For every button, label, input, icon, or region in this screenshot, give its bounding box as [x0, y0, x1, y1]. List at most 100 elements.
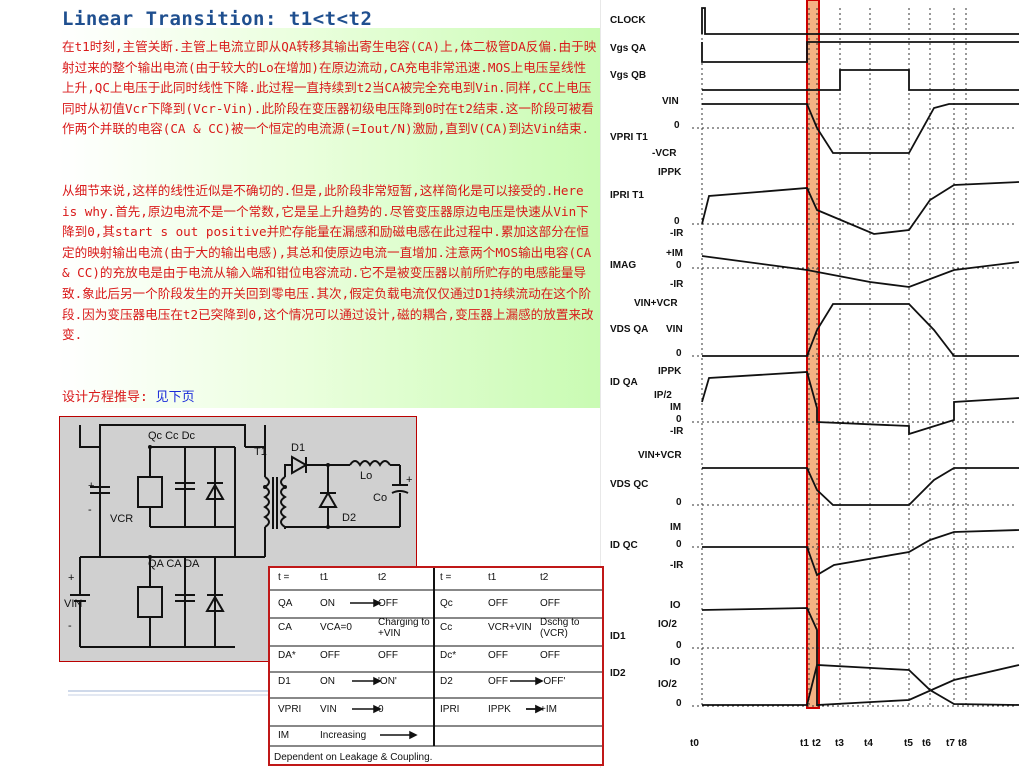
signal-label: ID QC	[610, 540, 638, 551]
table-header-cell: t =	[278, 572, 290, 583]
table-cell: +IM	[540, 704, 557, 715]
label-qc-cc-dc: Qc Cc Dc	[148, 430, 196, 442]
label-vin-minus: -	[68, 620, 72, 632]
waveform-trace	[702, 103, 1019, 154]
schematic-svg: Qc Cc Dc T1 D1 Lo Co D2 VCR QA CA DA VIN…	[64, 424, 412, 648]
label-co-plus: +	[406, 474, 412, 486]
table-header-cell: t2	[540, 572, 549, 583]
table-cell: ON	[320, 598, 335, 609]
signal-label: Vgs QA	[610, 43, 646, 54]
table-cell: D1	[278, 676, 291, 687]
signal-label: VDS QC	[610, 479, 648, 490]
signal-label: IMAG	[610, 260, 636, 271]
level-label: -IR	[670, 560, 684, 571]
level-label: 0	[676, 539, 682, 550]
signal-label: VDS QA	[610, 324, 648, 335]
table-cell: OFF	[488, 676, 508, 687]
label-co: Co	[373, 492, 387, 504]
level-label: VIN	[662, 96, 679, 107]
table-cell: -OFF'	[540, 676, 565, 687]
table-cell: CA	[278, 622, 292, 633]
table-cell: VIN	[320, 704, 337, 715]
table-cell: Dschg to	[540, 617, 580, 628]
page-title: Linear Transition: t1<t<t2	[62, 8, 373, 30]
table-arrow-head	[409, 730, 418, 740]
level-label: IO	[670, 600, 681, 611]
label-d1: D1	[291, 442, 305, 454]
level-label: IPPK	[658, 167, 682, 178]
time-label-t5: t5	[904, 738, 913, 749]
waveform-trace	[701, 255, 1020, 288]
table-cell: 0	[378, 704, 384, 715]
waveform-trace	[701, 371, 1020, 436]
time-label-t3: t3	[835, 738, 844, 749]
signal-label: ID2	[610, 668, 626, 679]
table-cell: VPRI	[278, 704, 301, 715]
waveform-trace	[702, 664, 1020, 706]
table-header-cell: t2	[378, 572, 387, 583]
level-label: IM	[670, 522, 681, 533]
table-footnote: Dependent on Leakage & Coupling.	[274, 752, 432, 763]
time-label-t7: t7	[946, 738, 955, 749]
table-cell: Charging to	[378, 617, 430, 628]
table-cell: DA*	[278, 650, 296, 661]
table-cell: OFF	[320, 650, 340, 661]
waveform-trace	[702, 303, 1019, 357]
table-cell: (VCR)	[540, 628, 568, 639]
signal-label: ID1	[610, 631, 626, 642]
level-label: +IM	[666, 248, 683, 259]
table-arrow-head	[535, 676, 544, 686]
table-arrow-head	[373, 598, 382, 608]
level-label: 0	[676, 348, 682, 359]
level-label: 0	[676, 414, 682, 425]
label-t1: T1	[254, 446, 267, 458]
table-arrow-head	[535, 704, 544, 714]
level-label: VIN+VCR	[634, 298, 678, 309]
signal-label: IPRI T1	[610, 190, 644, 201]
time-label-t4: t4	[864, 738, 873, 749]
table-cell: VCA=0	[320, 622, 352, 633]
time-label-t6: t6	[922, 738, 931, 749]
waveform-trace	[701, 607, 1020, 706]
level-label: 0	[676, 640, 682, 651]
signal-label: VPRI T1	[610, 132, 648, 143]
table-cell: OFF	[488, 650, 508, 661]
table-cell: QA	[278, 598, 293, 609]
explanation-paragraph-2: 从细节来说,这样的线性近似是不确切的.但是,此阶段非常短暂,这样简化是可以接受的…	[62, 183, 594, 343]
level-label: 0	[676, 497, 682, 508]
label-vcr-minus: -	[88, 504, 92, 516]
waveform-trace	[701, 41, 1019, 63]
table-cell: OFF	[378, 598, 398, 609]
slide-bottom-rule-2	[68, 694, 268, 696]
label-vcr: VCR	[110, 513, 133, 525]
table-cell: OFF	[378, 650, 398, 661]
slide-bottom-rule	[68, 690, 268, 692]
table-cell: IM	[278, 730, 289, 741]
design-label: 设计方程推导:	[62, 390, 148, 405]
level-label: IO	[670, 657, 681, 668]
time-label-t8: t8	[958, 738, 967, 749]
level-label: VIN	[666, 324, 683, 335]
table-cell: VCR+VIN	[488, 622, 532, 633]
level-label: IPPK	[658, 366, 682, 377]
next-page-link[interactable]: 见下页	[155, 390, 195, 405]
level-label: -IR	[670, 279, 684, 290]
signal-label: ID QA	[610, 377, 638, 388]
table-cell: OFF	[540, 650, 560, 661]
label-vcr-plus: +	[88, 480, 94, 492]
level-label: 0	[676, 260, 682, 271]
label-vin-plus: +	[68, 572, 74, 584]
table-cell: Cc	[440, 622, 452, 633]
explanation-paragraph-1: 在t1时刻,主管关断.主管上电流立即从QA转移其输出寄生电容(CA)上,体二极管…	[62, 39, 597, 137]
signal-label: CLOCK	[610, 15, 646, 26]
table-cell: +VIN	[378, 628, 401, 639]
label-vin: VIN	[64, 598, 82, 610]
table-cell: IPRI	[440, 704, 459, 715]
level-label: IO/2	[658, 619, 677, 630]
label-d2: D2	[342, 512, 356, 524]
level-label: -IR	[670, 228, 684, 239]
table-cell: Dc*	[440, 650, 456, 661]
